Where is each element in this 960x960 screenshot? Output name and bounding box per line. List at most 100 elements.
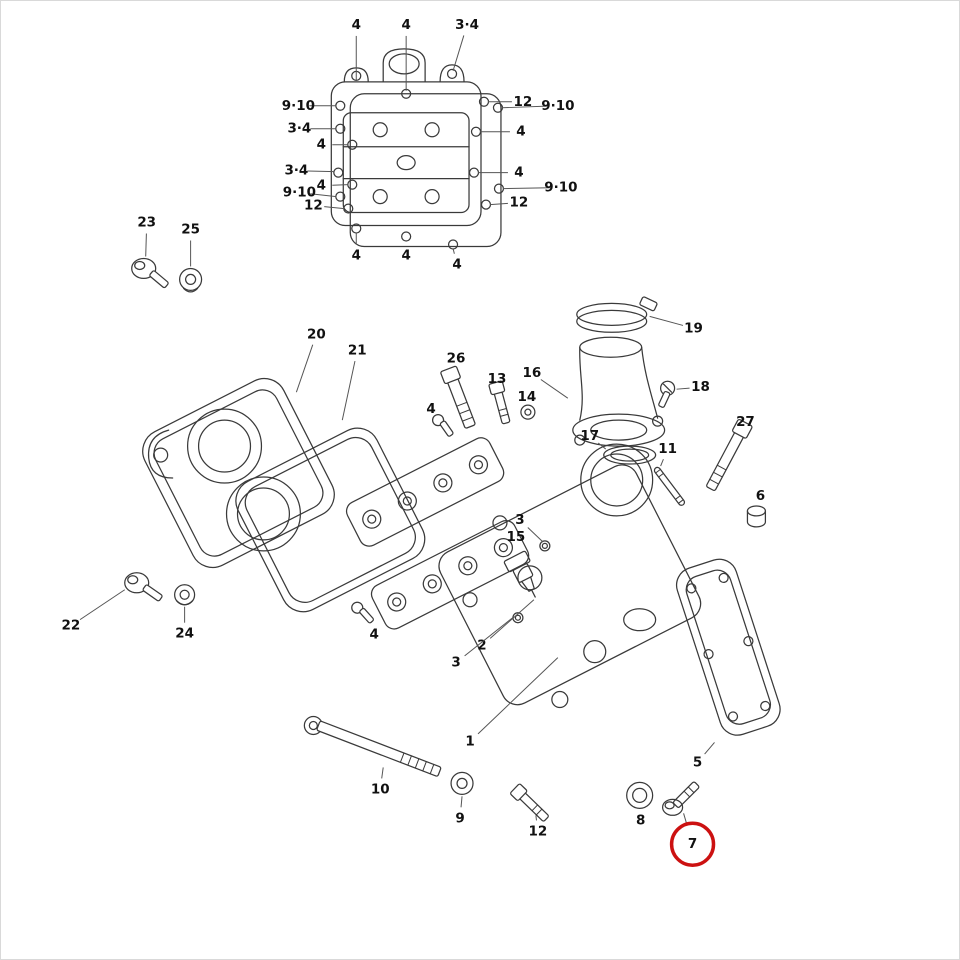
part-label-9-10: 9·10 bbox=[283, 185, 316, 201]
leader-line bbox=[489, 202, 508, 206]
leader-line bbox=[332, 184, 349, 186]
part-label-4: 4 bbox=[401, 17, 410, 33]
screw-7 bbox=[661, 781, 700, 816]
leader-line bbox=[676, 387, 690, 390]
leader-line bbox=[704, 742, 715, 755]
leader-line bbox=[145, 233, 147, 257]
leader-line bbox=[683, 813, 687, 824]
part-label-4: 4 bbox=[317, 137, 326, 153]
bolt-27 bbox=[706, 418, 753, 491]
leader-line bbox=[295, 344, 314, 393]
part-label-22: 22 bbox=[61, 618, 80, 634]
spark-plug-15 bbox=[503, 550, 536, 598]
part-label-4: 4 bbox=[426, 401, 435, 417]
part-label-3-4: 3·4 bbox=[287, 121, 311, 137]
stud-11 bbox=[653, 466, 686, 506]
bolt-12 bbox=[510, 783, 549, 822]
bolt-22 bbox=[124, 572, 163, 602]
cylinder-head-cover bbox=[142, 377, 335, 569]
cover-gasket bbox=[235, 427, 426, 613]
leader-line bbox=[597, 442, 607, 450]
seal-washer-8 bbox=[626, 781, 654, 809]
part-label-3-4: 3·4 bbox=[455, 17, 479, 33]
part-label-8: 8 bbox=[636, 812, 645, 828]
leader-line bbox=[535, 815, 537, 821]
plug-6 bbox=[746, 505, 767, 528]
part-label-16: 16 bbox=[523, 365, 542, 381]
side-cover-plate bbox=[675, 558, 781, 736]
part-label-19: 19 bbox=[684, 320, 703, 336]
part-label-4: 4 bbox=[352, 17, 361, 33]
part-label-27: 27 bbox=[736, 414, 755, 430]
part-label-9-10: 9·10 bbox=[282, 98, 315, 114]
part-label-4: 4 bbox=[370, 627, 379, 643]
bolt-23 bbox=[131, 257, 169, 289]
leader-line bbox=[460, 796, 463, 808]
part-label-6: 6 bbox=[756, 488, 765, 504]
part-label-4: 4 bbox=[514, 165, 523, 181]
part-label-4: 4 bbox=[516, 124, 525, 140]
part-label-7: 7 bbox=[688, 836, 697, 852]
part-label-21: 21 bbox=[348, 342, 367, 358]
part-label-2: 2 bbox=[477, 638, 486, 654]
washer-9 bbox=[450, 771, 474, 795]
camshaft-holder-front bbox=[345, 437, 505, 547]
part-label-12: 12 bbox=[529, 823, 548, 839]
grommet-25 bbox=[179, 267, 203, 293]
washer-14 bbox=[520, 404, 536, 420]
part-label-4: 4 bbox=[352, 247, 361, 263]
part-label-25: 25 bbox=[181, 222, 200, 238]
o-ring bbox=[603, 445, 657, 465]
bolt-4-lower bbox=[351, 601, 374, 624]
screw-18 bbox=[658, 380, 676, 408]
leader-line bbox=[452, 35, 465, 71]
leader-line bbox=[489, 599, 535, 639]
bolt-holes bbox=[333, 68, 505, 250]
part-label-24: 24 bbox=[175, 626, 194, 642]
drawing-layer bbox=[124, 48, 781, 822]
leader-line bbox=[501, 105, 547, 109]
part-label-3-4: 3·4 bbox=[284, 163, 308, 179]
leader-line bbox=[341, 360, 356, 421]
leader-line bbox=[464, 616, 515, 657]
bolt-10 bbox=[303, 715, 442, 777]
part-label-23: 23 bbox=[137, 215, 156, 231]
part-label-12: 12 bbox=[514, 94, 533, 110]
part-label-14: 14 bbox=[518, 389, 537, 405]
part-label-4: 4 bbox=[401, 247, 410, 263]
part-label-15: 15 bbox=[507, 529, 526, 545]
bolt-13 bbox=[488, 380, 511, 425]
part-label-4: 4 bbox=[317, 178, 326, 194]
camshaft-holder-rear bbox=[370, 520, 530, 630]
part-label-13: 13 bbox=[488, 371, 507, 387]
part-label-9-10: 9·10 bbox=[541, 98, 574, 114]
part-label-3: 3 bbox=[515, 512, 524, 528]
leader-line bbox=[79, 589, 126, 621]
part-label-4: 4 bbox=[452, 256, 461, 272]
leader-line bbox=[540, 379, 569, 399]
part-label-26: 26 bbox=[447, 350, 466, 366]
part-label-18: 18 bbox=[691, 379, 710, 395]
leader-line bbox=[324, 206, 345, 210]
part-label-5: 5 bbox=[693, 754, 702, 770]
part-label-9-10: 9·10 bbox=[544, 180, 577, 196]
cap-nut-24 bbox=[174, 584, 196, 606]
leader-line bbox=[452, 248, 455, 254]
part-label-1: 1 bbox=[465, 733, 474, 749]
leader-line bbox=[310, 193, 337, 198]
part-label-3: 3 bbox=[451, 655, 460, 671]
leader-line bbox=[381, 767, 384, 779]
part-label-20: 20 bbox=[307, 326, 326, 342]
part-label-12: 12 bbox=[304, 198, 323, 214]
part-label-11: 11 bbox=[658, 441, 677, 457]
leader-line bbox=[307, 170, 335, 173]
leader-line bbox=[477, 657, 559, 735]
leader-line bbox=[502, 187, 550, 190]
part-label-10: 10 bbox=[371, 781, 390, 797]
part-label-9: 9 bbox=[455, 810, 464, 826]
leader-line bbox=[649, 315, 684, 326]
bolt-26 bbox=[440, 365, 476, 429]
